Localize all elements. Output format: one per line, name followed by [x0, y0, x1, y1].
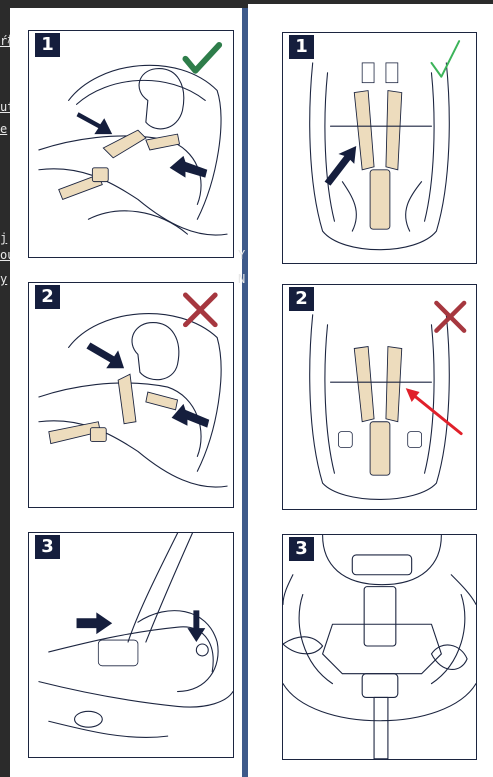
left-step-2-panel: 2 [28, 282, 234, 508]
left-arrow-icon [170, 156, 208, 178]
background-text: N [238, 272, 245, 286]
left-arrow-icon [86, 343, 124, 369]
left-step-3-panel: 3 [28, 532, 234, 758]
step-number-badge: 1 [35, 33, 60, 57]
background-text: j [0, 231, 7, 245]
cross-icon [185, 295, 215, 325]
step-number-badge: 3 [289, 537, 314, 561]
up-right-arrow-icon [325, 146, 357, 186]
step-number-badge: 1 [289, 35, 314, 59]
infant-harnessed-correct-illustration [29, 31, 233, 257]
seat-harness-straps-correct-illustration [283, 33, 476, 263]
checkmark-icon [185, 45, 219, 71]
checkmark-icon [431, 41, 459, 77]
background-text: e [0, 122, 7, 136]
left-arrow-icon [77, 112, 113, 134]
cross-icon [436, 303, 464, 331]
down-arrow-icon [187, 610, 205, 642]
left-arrow-icon [172, 404, 210, 428]
step-number-badge: 2 [289, 287, 314, 311]
right-step-2-panel: 2 [282, 284, 477, 510]
buckle-adjustment-illustration [29, 533, 233, 757]
step-number-badge: 2 [35, 285, 60, 309]
background-text: y [0, 272, 7, 286]
step-number-badge: 3 [35, 535, 60, 559]
background-text: Y [238, 248, 245, 262]
right-step-1-panel: 1 [282, 32, 477, 264]
red-arrow-icon [410, 392, 461, 434]
right-arrow-icon [77, 612, 113, 634]
chest-clip-close-up-illustration [283, 535, 476, 759]
seat-harness-straps-incorrect-illustration [283, 285, 476, 509]
infant-harnessed-incorrect-illustration [29, 283, 233, 507]
right-step-3-panel: 3 [282, 534, 477, 760]
left-step-1-panel: 1 [28, 30, 234, 258]
